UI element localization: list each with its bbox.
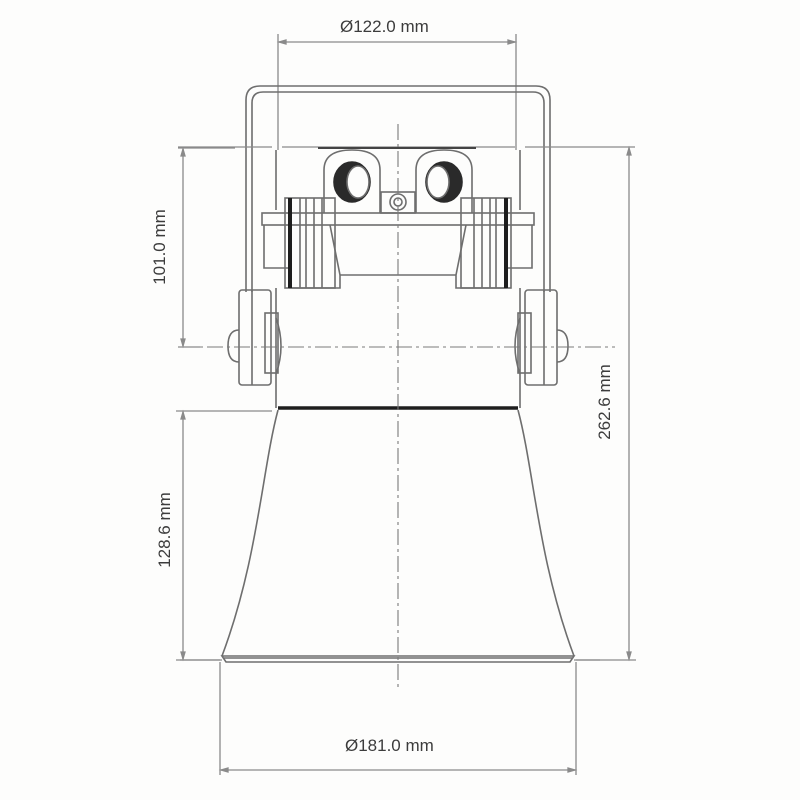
upper-height-label: 101.0 mm: [150, 209, 169, 285]
mouth-diameter-dimension: [180, 659, 600, 775]
pivot-right: [514, 289, 569, 386]
mouth-diameter-label: Ø181.0 mm: [345, 736, 434, 755]
top-diameter-label: Ø122.0 mm: [340, 17, 429, 36]
cable-gland-left: [323, 149, 381, 213]
top-diameter-dimension: [276, 34, 518, 150]
neck: [275, 288, 521, 408]
cable-gland-right: [415, 149, 473, 213]
horn-height-dimension: [176, 409, 272, 662]
mounting-bracket: [245, 85, 551, 292]
centerlines: [180, 124, 615, 690]
pivot-left: [227, 289, 282, 386]
upper-height-dimension: [178, 146, 235, 349]
total-height-label: 262.6 mm: [595, 364, 614, 440]
horn-height-label: 128.6 mm: [155, 492, 174, 568]
